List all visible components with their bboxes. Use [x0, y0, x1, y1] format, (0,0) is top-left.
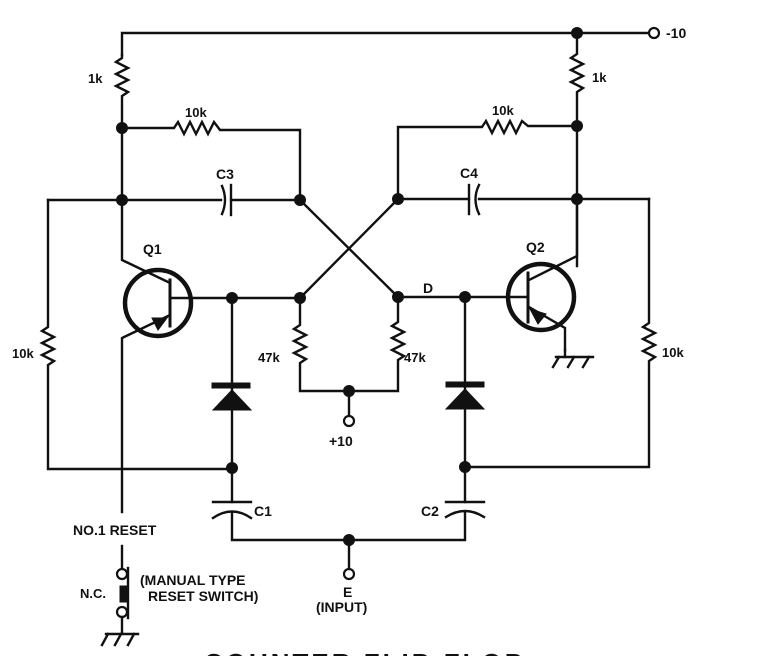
resistor-bias-left [291, 296, 351, 393]
resistor-feedback-right-label: 10k [492, 103, 514, 118]
capacitor-c4 [392, 183, 651, 216]
resistor-feedback-right [396, 118, 579, 201]
resistor-side-right [459, 197, 658, 473]
cross-coupling-wires [298, 197, 400, 300]
supply-rail-negative [120, 26, 661, 57]
diagram-title: COUNTER FLIP-FLOP [204, 648, 525, 656]
resistor-feedback-left [120, 119, 302, 202]
resistor-collector-right-label: 1k [592, 70, 607, 85]
reset-switch-state-label: N.C. [80, 586, 106, 601]
capacitor-c3-label: C3 [216, 166, 234, 182]
capacitor-c2 [347, 465, 486, 542]
reset-switch-note-line2: RESET SWITCH) [148, 588, 258, 604]
resistor-bias-right [347, 295, 407, 393]
node-d-label: D [423, 280, 433, 296]
supply-positive-label: +10 [329, 433, 353, 449]
diode-right [444, 295, 486, 469]
resistor-bias-left-label: 47k [258, 350, 280, 365]
reset-label: NO.1 RESET [73, 522, 157, 538]
terminal-negative-supply[interactable] [647, 26, 661, 40]
supply-negative-label: -10 [666, 25, 686, 41]
diode-left [211, 296, 253, 470]
resistor-side-left [39, 198, 238, 474]
input-terminal [342, 534, 356, 581]
capacitor-c2-label: C2 [421, 503, 439, 519]
input-terminal-letter: E [343, 584, 352, 600]
resistor-feedback-left-label: 10k [185, 105, 207, 120]
supply-positive-terminal [342, 385, 356, 428]
transistor-q1-label: Q1 [143, 241, 162, 257]
capacitor-c1 [211, 466, 351, 542]
transistor-q2 [392, 197, 595, 369]
terminal-positive-supply[interactable] [342, 414, 356, 428]
ground-icon [551, 348, 595, 369]
transistor-q2-label: Q2 [526, 239, 545, 255]
reset-switch-note-line1: (MANUAL TYPE [140, 572, 246, 588]
ground-icon [100, 632, 140, 647]
capacitor-c3 [46, 183, 306, 217]
resistor-side-right-label: 10k [662, 345, 684, 360]
reset-switch[interactable] [115, 544, 130, 634]
resistor-side-left-label: 10k [12, 346, 34, 361]
input-terminal-label: (INPUT) [316, 599, 367, 615]
resistor-bias-right-label: 47k [404, 350, 426, 365]
resistor-collector-left-label: 1k [88, 71, 103, 86]
terminal-input[interactable] [342, 567, 356, 581]
resistor-collector-left [113, 53, 131, 206]
capacitor-c4-label: C4 [460, 165, 478, 181]
capacitor-c1-label: C1 [254, 503, 272, 519]
